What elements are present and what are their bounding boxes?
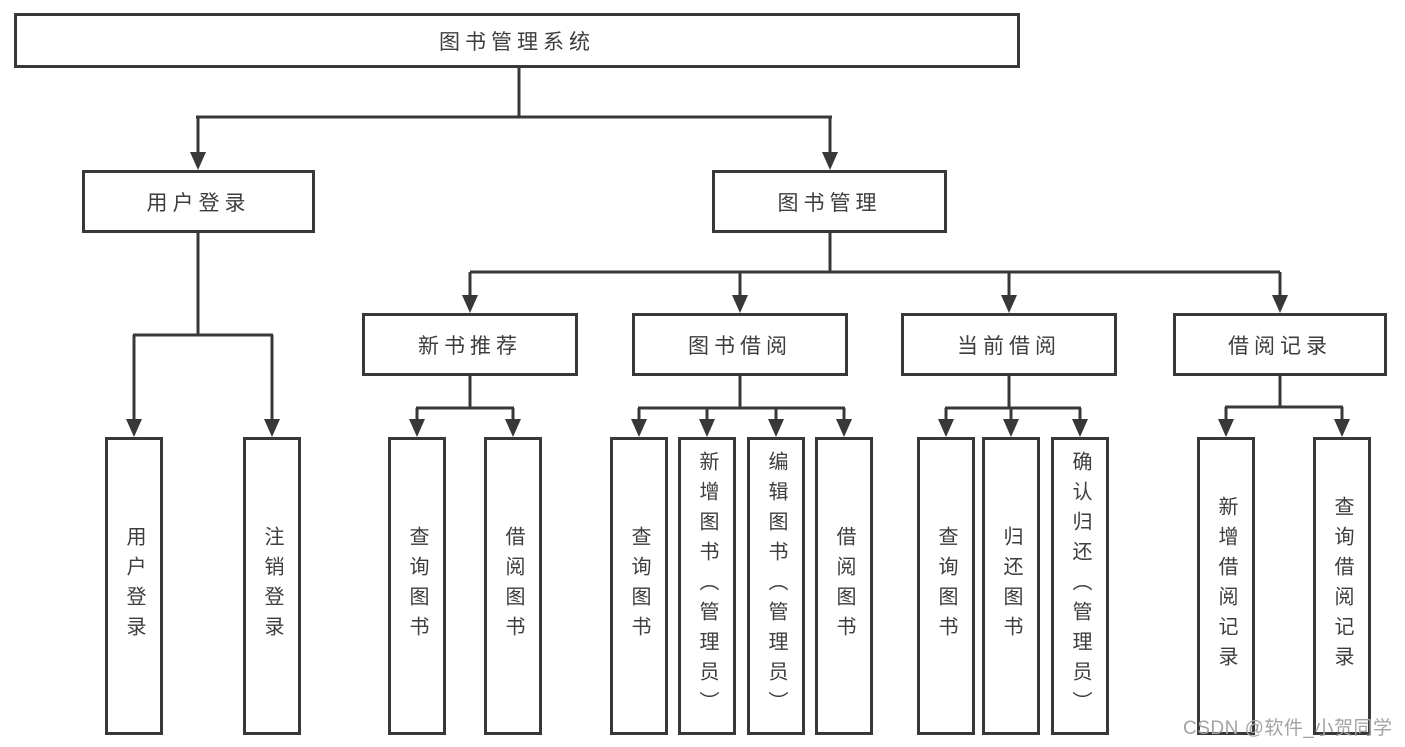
arrowhead	[409, 419, 425, 437]
node-current-borrowing: 当前借阅	[901, 313, 1117, 376]
connector-book-borrowing-to-leaves	[631, 376, 852, 437]
leaf-label: 查询图书	[406, 526, 428, 646]
arrowhead	[699, 419, 715, 437]
connector-book-management-to-level3	[462, 233, 1288, 313]
arrowhead	[1072, 419, 1088, 437]
node-label: 借阅记录	[1228, 334, 1332, 358]
node-borrowing-records: 借阅记录	[1173, 313, 1387, 376]
arrowhead	[264, 419, 280, 437]
node-book-management: 图书管理	[712, 170, 947, 233]
leaf-newbook-borrow-books: 借阅图书	[484, 437, 542, 735]
leaf-label: 借阅图书	[833, 526, 855, 646]
leaf-records-query-borrow-record: 查询借阅记录	[1313, 437, 1371, 735]
node-book-borrowing: 图书借阅	[632, 313, 848, 376]
arrowhead	[836, 419, 852, 437]
arrowhead	[768, 419, 784, 437]
connector-root-to-level2	[190, 68, 838, 170]
leaf-label: 确认归还（管理员）	[1069, 451, 1091, 721]
node-label: 图书管理	[777, 191, 882, 215]
arrowhead	[822, 152, 838, 170]
leaf-borrowing-query-books: 查询图书	[610, 437, 668, 735]
connector-borrowing-records-to-leaves	[1218, 376, 1350, 437]
connector-new-book-to-leaves	[409, 376, 521, 437]
connector-user-login-to-leaves	[126, 233, 280, 437]
node-new-book-recommendation: 新书推荐	[362, 313, 578, 376]
arrowhead	[462, 295, 478, 313]
leaf-label: 借阅图书	[502, 526, 524, 646]
leaf-label: 查询借阅记录	[1331, 496, 1353, 676]
leaf-records-add-borrow-record: 新增借阅记录	[1197, 437, 1255, 735]
arrowhead	[732, 295, 748, 313]
arrowhead	[631, 419, 647, 437]
arrowhead	[126, 419, 142, 437]
arrowhead	[1218, 419, 1234, 437]
arrowhead	[1001, 295, 1017, 313]
leaf-label: 查询图书	[935, 526, 957, 646]
arrowhead	[938, 419, 954, 437]
leaf-borrowing-borrow-books: 借阅图书	[815, 437, 873, 735]
arrowhead	[1334, 419, 1350, 437]
leaf-newbook-query-books: 查询图书	[388, 437, 446, 735]
node-library-management-system: 图书管理系统	[14, 13, 1020, 68]
leaf-label: 新增借阅记录	[1215, 496, 1237, 676]
arrowhead	[505, 419, 521, 437]
connector-current-borrowing-to-leaves	[938, 376, 1088, 437]
node-user-login: 用户登录	[82, 170, 315, 233]
node-label: 用户登录	[146, 191, 251, 215]
leaf-current-confirm-return-admin: 确认归还（管理员）	[1051, 437, 1109, 735]
node-label: 图书管理系统	[439, 30, 595, 54]
arrowhead	[1003, 419, 1019, 437]
node-label: 新书推荐	[418, 334, 522, 358]
leaf-borrowing-add-books-admin: 新增图书（管理员）	[678, 437, 736, 735]
arrowhead	[190, 152, 206, 170]
leaf-current-query-books: 查询图书	[917, 437, 975, 735]
leaf-label: 新增图书（管理员）	[696, 451, 718, 721]
leaf-label: 查询图书	[628, 526, 650, 646]
leaf-user-login: 用户登录	[105, 437, 163, 735]
leaf-borrowing-edit-books-admin: 编辑图书（管理员）	[747, 437, 805, 735]
leaf-current-return-books: 归还图书	[982, 437, 1040, 735]
leaf-label: 归还图书	[1000, 526, 1022, 646]
watermark-csdn: CSDN @软件_小贺同学	[1183, 718, 1393, 739]
leaf-label: 注销登录	[261, 526, 283, 646]
node-label: 图书借阅	[688, 334, 792, 358]
node-label: 当前借阅	[957, 334, 1061, 358]
leaf-label: 编辑图书（管理员）	[765, 451, 787, 721]
leaf-logout-login: 注销登录	[243, 437, 301, 735]
leaf-label: 用户登录	[123, 526, 145, 646]
arrowhead	[1272, 295, 1288, 313]
